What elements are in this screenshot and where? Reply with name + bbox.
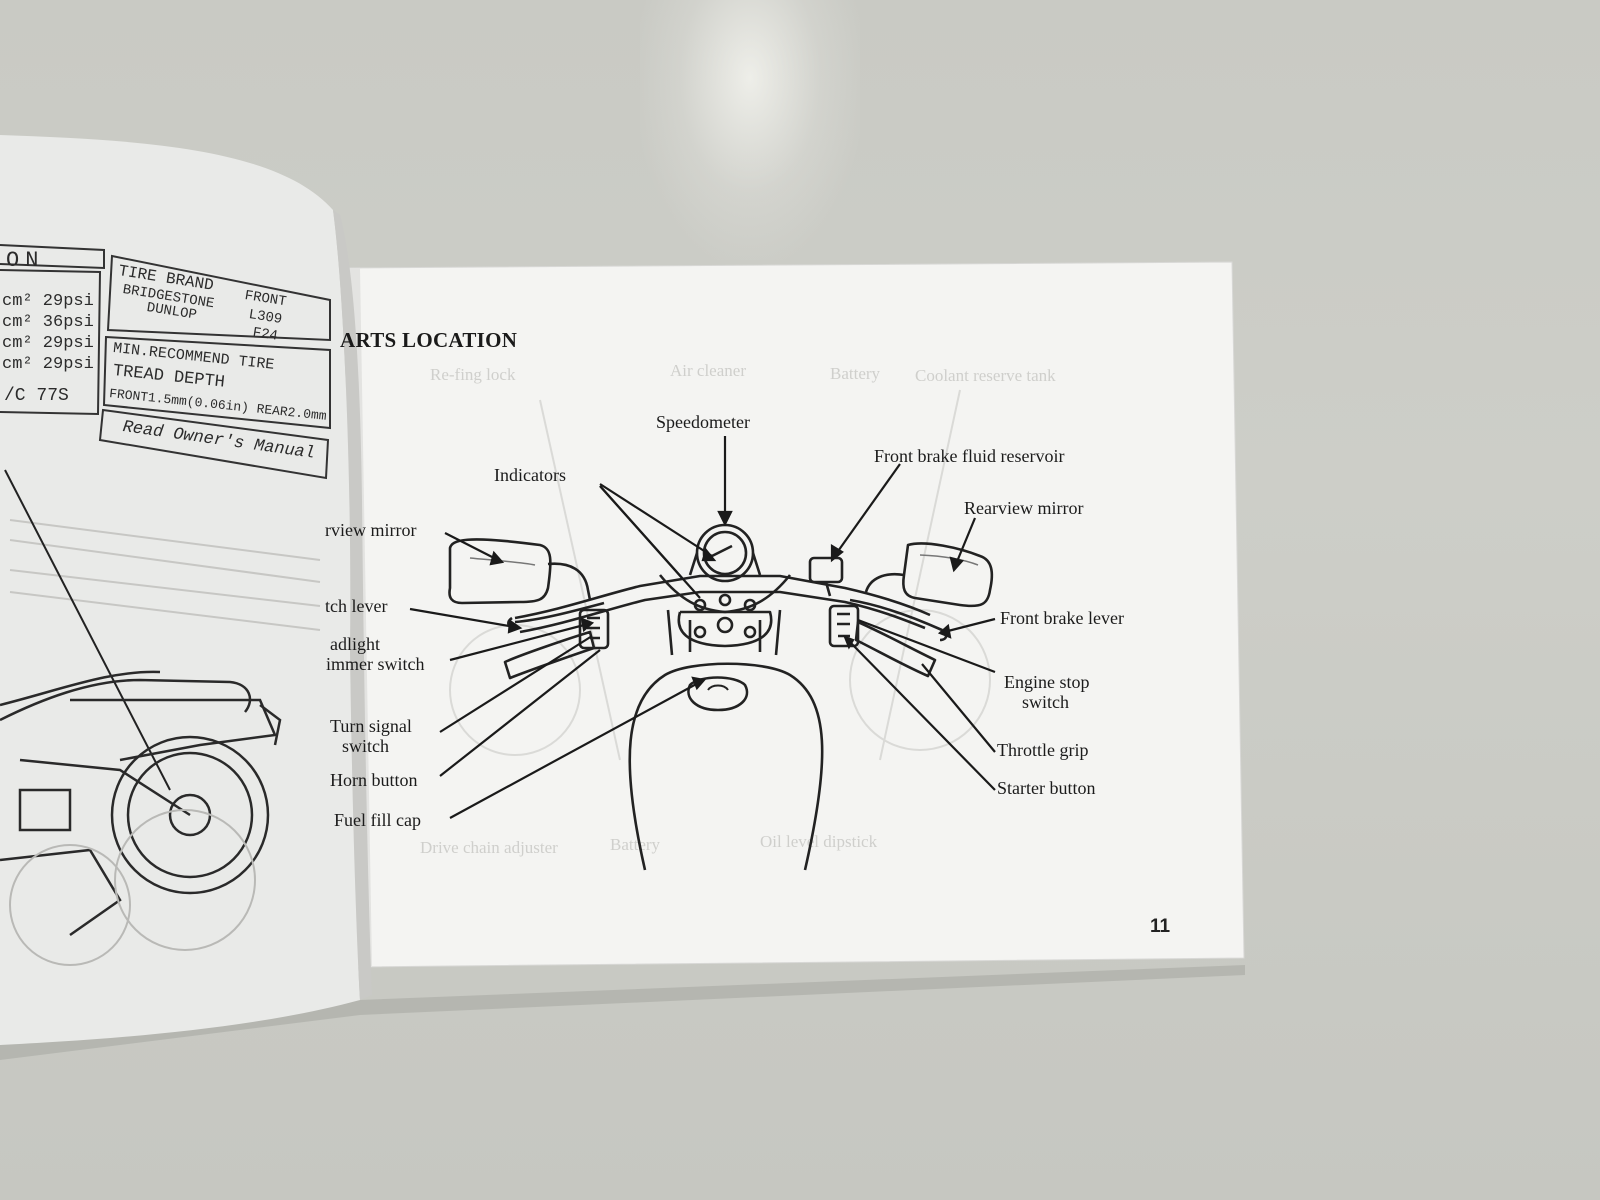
svg-text:Air cleaner: Air cleaner (670, 361, 746, 380)
pressure-box (0, 269, 102, 416)
tire-size: /C 77S (4, 386, 69, 406)
left-page-edge (333, 210, 372, 1000)
label-speedometer: Speedometer (656, 412, 750, 432)
light-glare (640, 0, 860, 260)
label-front-brake-lever: Front brake lever (1000, 608, 1124, 628)
handlebar-drawing (448, 523, 994, 871)
pressure-2: cm² 36psi (2, 313, 94, 332)
label-engine-stop-line1: Engine stop (1004, 672, 1090, 692)
book-shadow (0, 965, 1245, 1060)
label-engine-stop-line2: switch (1022, 692, 1069, 712)
label-rearview-mirror-right: Rearview mirror (964, 498, 1084, 518)
label-horn-button: Horn button (330, 770, 418, 790)
tread-depth-box (102, 335, 331, 430)
pressure-1: cm² 29psi (2, 292, 94, 311)
label-headlight-line1: adlight (330, 634, 380, 654)
label-rearview-mirror-left: rview mirror (325, 520, 417, 540)
svg-text:Battery: Battery (610, 835, 661, 854)
right-grip (854, 620, 937, 678)
left-pointer-line (4, 469, 171, 791)
label-front-brake-fluid-reservoir: Front brake fluid reservoir (874, 446, 1065, 466)
label-turn-signal-line1: Turn signal (330, 716, 412, 736)
label-starter-button: Starter button (997, 778, 1096, 798)
section-fragment: ON (6, 248, 45, 273)
page-number: 11 (1150, 916, 1171, 937)
label-throttle-grip: Throttle grip (997, 740, 1089, 760)
section-box (0, 244, 105, 270)
label-turn-signal-line2: switch (342, 736, 389, 756)
svg-text:Coolant reserve tank: Coolant reserve tank (915, 366, 1056, 385)
page-title: ARTS LOCATION (340, 328, 518, 352)
label-fuel-fill-cap: Fuel fill cap (334, 810, 421, 830)
label-indicators: Indicators (494, 465, 566, 485)
svg-text:Battery: Battery (830, 364, 881, 383)
fuel-cap (687, 676, 749, 712)
manual-box (98, 408, 330, 480)
pressure-4: cm² 29psi (2, 355, 94, 374)
label-clutch-lever: tch lever (325, 596, 388, 616)
label-headlight-line2: immer switch (326, 654, 425, 674)
svg-text:Re-fing lock: Re-fing lock (430, 365, 516, 384)
svg-text:Oil level dipstick: Oil level dipstick (760, 832, 878, 851)
tire-brand-box (106, 254, 331, 342)
pressure-3: cm² 29psi (2, 334, 94, 353)
leader-lines (409, 436, 996, 819)
right-mirror (902, 542, 994, 608)
left-mirror (448, 538, 552, 605)
fuel-tank (628, 662, 824, 871)
svg-text:Drive chain adjuster: Drive chain adjuster (420, 838, 558, 857)
